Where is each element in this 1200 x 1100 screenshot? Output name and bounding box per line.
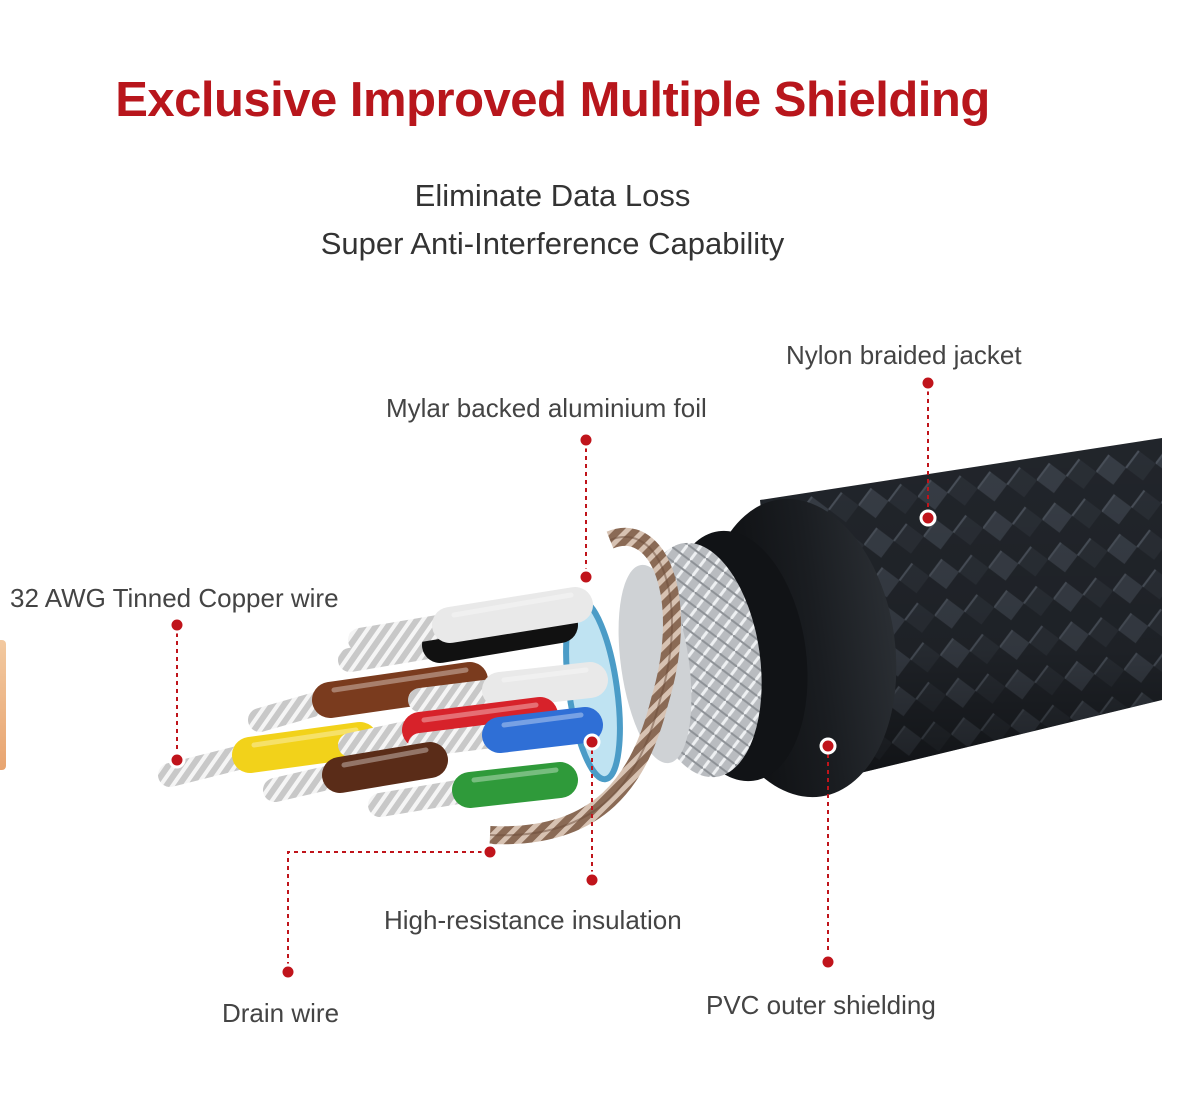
callout-dot bbox=[583, 733, 601, 751]
callout-pvc-shielding: PVC outer shielding bbox=[706, 990, 936, 1020]
wire-highlight bbox=[471, 767, 559, 783]
wire-highlight bbox=[451, 592, 574, 618]
wire-highlight bbox=[421, 702, 539, 723]
inner-wires bbox=[158, 587, 608, 817]
drain-wire-braid bbox=[489, 528, 681, 845]
wire-highlight bbox=[501, 667, 589, 683]
callout-copper-wire: 32 AWG Tinned Copper wire bbox=[10, 583, 339, 613]
wire-insulation bbox=[312, 662, 488, 718]
callout-dot bbox=[577, 431, 595, 449]
wire-insulation bbox=[452, 762, 578, 808]
callout-dots bbox=[168, 374, 937, 981]
callout-dot bbox=[577, 568, 595, 586]
wire-insulation bbox=[482, 662, 608, 708]
wire-insulation bbox=[432, 587, 593, 643]
callout-insulation: High-resistance insulation bbox=[384, 905, 682, 935]
callout-dot bbox=[819, 737, 837, 755]
callout-leaders bbox=[176, 383, 929, 972]
subtitle-line-1: Eliminate Data Loss bbox=[414, 178, 691, 213]
page-title: Exclusive Improved Multiple Shielding bbox=[115, 73, 990, 127]
callout-dot bbox=[919, 509, 937, 527]
wire-highlight bbox=[331, 667, 469, 693]
callout-dot bbox=[279, 963, 297, 981]
callout-dot bbox=[481, 843, 499, 861]
callout-dot bbox=[919, 374, 937, 392]
wire-insulation bbox=[482, 707, 603, 753]
wire-highlight bbox=[501, 712, 584, 728]
callout-drain-wire: Drain wire bbox=[222, 998, 340, 1028]
subtitle-line-2: Super Anti-Interference Capability bbox=[320, 226, 785, 261]
wire-highlight bbox=[251, 727, 359, 748]
callout-nylon-braided-jacket: Nylon braided jacket bbox=[786, 340, 1022, 370]
callout-dot bbox=[583, 871, 601, 889]
wire-highlight bbox=[341, 747, 429, 768]
edge-accent bbox=[0, 640, 6, 770]
callout-dot bbox=[168, 751, 186, 769]
wire-insulation bbox=[322, 742, 448, 793]
callout-dot bbox=[168, 616, 186, 634]
callout-dot bbox=[819, 953, 837, 971]
callout-mylar-foil: Mylar backed aluminium foil bbox=[386, 393, 707, 423]
